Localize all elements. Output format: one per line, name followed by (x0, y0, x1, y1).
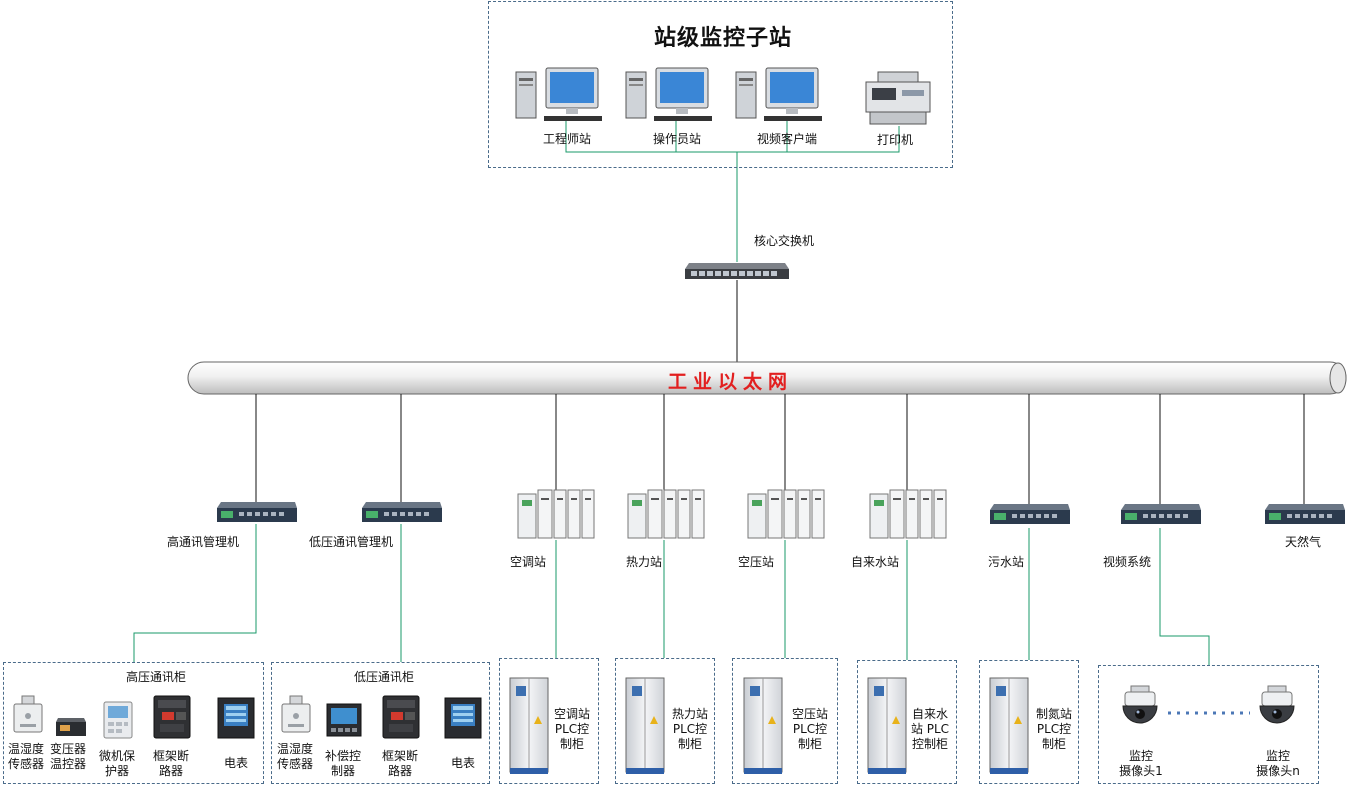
workstation-icon (735, 67, 822, 121)
plc-cabinet-box-heat (615, 658, 715, 784)
comm-manager-icon (990, 504, 1070, 524)
video-client-label: 视频客户端 (756, 132, 818, 146)
node-label-sewage-station: 污水站 (988, 555, 1025, 569)
plc-cabinet-icon (625, 677, 665, 774)
dome-camera-icon (1259, 685, 1295, 724)
low-item-compensation-controller: 补偿控制器 (324, 749, 361, 778)
dome-camera-icon (1122, 685, 1158, 724)
engineer-station-label: 工程师站 (542, 132, 592, 146)
station-links (565, 120, 900, 262)
field-links (133, 524, 1210, 665)
node-label-low-comm: 低压通讯管理机 (309, 535, 394, 549)
circuit-breaker-icon (153, 695, 191, 739)
plc-cabinet-box-ac (499, 658, 599, 784)
power-meter-icon (217, 697, 255, 739)
compensation-controller-icon (326, 703, 362, 737)
core-switch-label: 核心交换机 (754, 234, 815, 248)
node-label-high-comm: 高通讯管理机 (167, 535, 240, 549)
circuit-breaker-icon (382, 695, 420, 739)
ethernet-bus-pipe (187, 361, 1347, 395)
plc-module-icon (627, 489, 705, 539)
camera-label-n: 监控摄像头n (1256, 749, 1300, 778)
node-label-heat-station: 热力站 (626, 555, 663, 569)
camera-label-1: 监控摄像头1 (1119, 749, 1163, 778)
camera-box (1098, 665, 1319, 784)
station-title: 站级监控子站 (654, 26, 793, 51)
protection-relay-icon (103, 701, 133, 739)
plc-module-icon (869, 489, 947, 539)
plc-cabinet-icon (867, 677, 907, 774)
comm-manager-icon (1265, 504, 1345, 524)
workstation-icon (515, 67, 602, 121)
plc-cabinet-icon (989, 677, 1029, 774)
printer-label: 打印机 (876, 133, 914, 147)
humidity-sensor-icon (281, 695, 311, 733)
plc-module-icon (747, 489, 825, 539)
low-voltage-cabinet-box (271, 662, 490, 784)
node-label-video-system: 视频系统 (1103, 555, 1152, 569)
high-cabinet-title: 高压通讯柜 (125, 670, 187, 684)
bus-drop-lines (255, 394, 1305, 504)
comm-manager-icon (362, 502, 442, 522)
low-item-circuit-breaker: 框架断路器 (381, 749, 418, 778)
high-item-temp-controller: 变压器温控器 (49, 742, 86, 771)
low-cabinet-title: 低压通讯柜 (353, 670, 415, 684)
printer-icon (865, 71, 931, 125)
station-monitor-box (488, 1, 953, 168)
operator-station-label: 操作员站 (652, 132, 702, 146)
plc-module-icon (517, 489, 595, 539)
high-item-humidity-sensor: 温湿度传感器 (7, 742, 44, 771)
low-item-power-meter: 电表 (450, 756, 475, 770)
workstation-icon (625, 67, 712, 121)
humidity-sensor-icon (13, 695, 43, 733)
comm-manager-icon (217, 502, 297, 522)
plc-cabinet-icon (743, 677, 783, 774)
network-switch-icon (685, 263, 789, 279)
plc-cabinet-icon (509, 677, 549, 774)
comm-manager-icon (1121, 504, 1201, 524)
power-meter-icon (444, 697, 482, 739)
high-voltage-cabinet-box (3, 662, 264, 784)
plc-cabinet-box-nitrogen (979, 660, 1079, 784)
high-item-power-meter: 电表 (223, 756, 248, 770)
node-label-ac-station: 空调站 (510, 555, 547, 569)
low-item-humidity-sensor: 温湿度传感器 (276, 742, 313, 771)
high-item-circuit-breaker: 框架断路器 (152, 749, 189, 778)
temp-controller-icon (56, 718, 86, 736)
node-label-natural-gas: 天然气 (1285, 535, 1322, 549)
node-label-air-compressor: 空压站 (738, 555, 775, 569)
ethernet-bus-label: 工业以太网 (668, 371, 794, 393)
high-item-protection-relay: 微机保护器 (98, 749, 135, 778)
node-label-water-station: 自来水站 (851, 555, 900, 569)
plc-cabinet-box-air (732, 658, 838, 784)
plc-cabinet-box-water (857, 660, 957, 784)
